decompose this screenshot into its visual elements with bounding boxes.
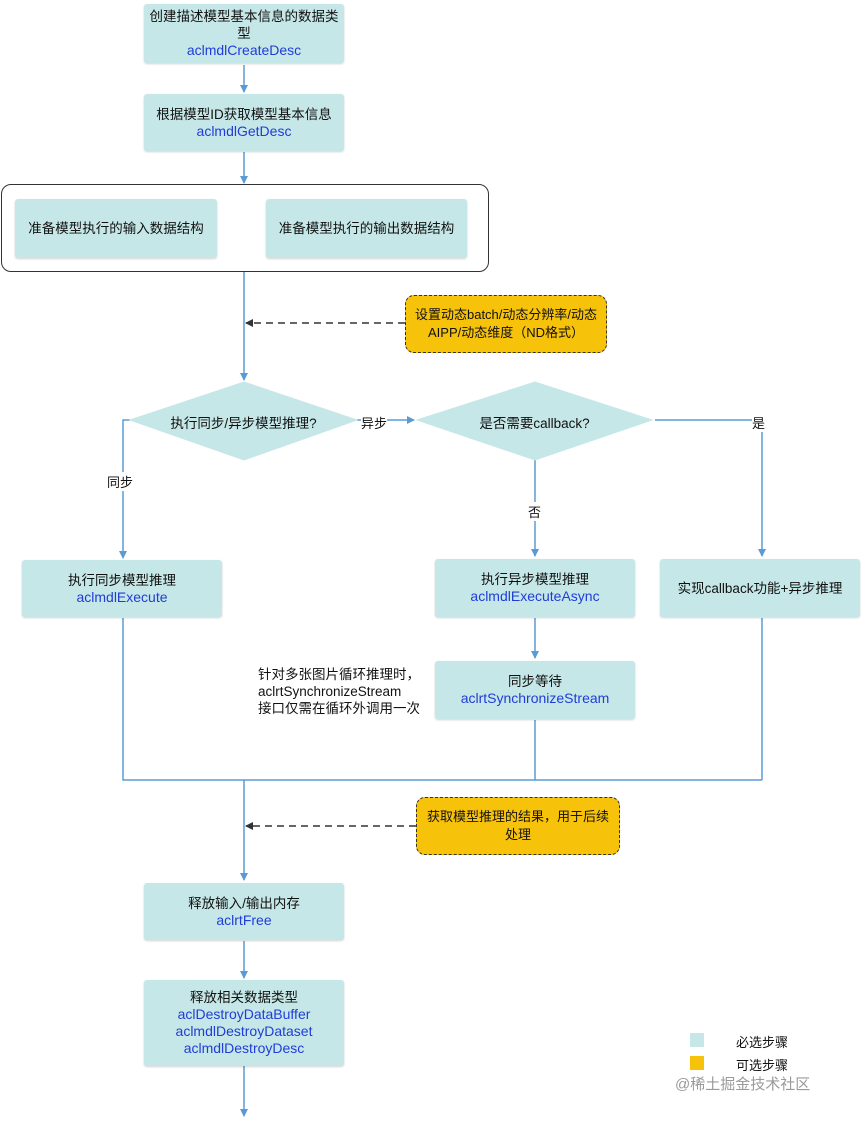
- edge-label-async: 异步: [361, 413, 388, 432]
- legend-required-swatch: [690, 1033, 704, 1047]
- step-get-desc: 根据模型ID获取模型基本信息 aclmdlGetDesc: [144, 94, 344, 151]
- line-sync-down: [122, 618, 762, 781]
- watermark: @稀土掘金技术社区: [675, 1076, 811, 1093]
- note-line: aclrtSynchronizeStream: [258, 684, 402, 699]
- legend-required-label: 必选步骤: [736, 1035, 789, 1050]
- step-title: 执行同步模型推理: [68, 572, 176, 588]
- legend-optional-label: 可选步骤: [736, 1058, 789, 1073]
- api-name: aclrtSynchronizeStream: [460, 690, 610, 706]
- step-title: 同步等待: [508, 674, 562, 689]
- step-exec-async: 执行异步模型推理 aclmdlExecuteAsync: [435, 559, 635, 617]
- api-name: aclmdlGetDesc: [196, 122, 292, 139]
- step-prepare-input: 准备模型执行的输入数据结构: [15, 199, 217, 258]
- step-title: 释放相关数据类型: [190, 990, 298, 1005]
- legend-optional-swatch: [690, 1056, 704, 1070]
- edge-label-yes: 是: [752, 413, 766, 432]
- optional-set-dynamic: 设置动态batch/动态分辨率/动态AIPP/动态维度（ND格式）: [405, 295, 607, 353]
- decision-sync-diamond: [128, 381, 359, 461]
- edge-sync: [119, 419, 130, 559]
- step-title: 准备模型执行的输入数据结构: [28, 221, 204, 236]
- step-sync-wait: 同步等待 aclrtSynchronizeStream: [435, 661, 635, 719]
- note-line: 接口仅需在循环外调用一次: [258, 701, 420, 716]
- decision-callback-label: 是否需要callback?: [479, 416, 590, 431]
- step-title: 获取模型推理的结果，用于后续处理: [426, 809, 609, 842]
- api-name: aclmdlCreateDesc: [186, 42, 302, 58]
- api-name: aclmdlExecute: [76, 588, 168, 605]
- note-line: 针对多张图片循环推理时，: [258, 667, 420, 682]
- step-title: 根据模型ID获取模型基本信息: [156, 106, 332, 122]
- loop-note: 针对多张图片循环推理时， aclrtSynchronizeStream 接口仅需…: [258, 666, 420, 717]
- optional-get-result: 获取模型推理的结果，用于后续处理: [416, 797, 620, 855]
- step-exec-sync: 执行同步模型推理 aclmdlExecute: [22, 560, 222, 617]
- step-prepare-output: 准备模型执行的输出数据结构: [266, 199, 467, 258]
- step-title: 执行异步模型推理: [481, 572, 589, 587]
- api-name: aclDestroyDataBuffer: [177, 1006, 311, 1022]
- edge-yes: [655, 419, 766, 557]
- api-name: aclmdlDestroyDataset: [175, 1023, 313, 1039]
- step-title: 设置动态batch/动态分辨率/动态AIPP/动态维度（ND格式）: [414, 307, 598, 340]
- step-free-mem: 释放输入/输出内存 aclrtFree: [144, 883, 344, 940]
- decision-callback-diamond: [415, 381, 654, 461]
- step-title: 准备模型执行的输出数据结构: [278, 221, 455, 236]
- step-title: 释放输入/输出内存: [188, 895, 300, 911]
- api-name: aclmdlDestroyDesc: [183, 1040, 305, 1056]
- step-title: 实现callback功能+异步推理: [677, 580, 843, 596]
- step-callback-impl: 实现callback功能+异步推理: [660, 559, 860, 617]
- edge-label-no: 否: [528, 502, 542, 521]
- api-name: aclmdlExecuteAsync: [470, 588, 600, 604]
- edge-label-sync: 同步: [107, 472, 134, 491]
- api-name: aclrtFree: [216, 911, 272, 928]
- step-create-desc: 创建描述模型基本信息的数据类型 aclmdlCreateDesc: [144, 4, 344, 63]
- step-title: 创建描述模型基本信息的数据类型: [149, 9, 339, 41]
- step-release-types: 释放相关数据类型 aclDestroyDataBuffer aclmdlDest…: [144, 980, 344, 1066]
- decision-sync-label: 执行同步/异步模型推理?: [170, 416, 317, 431]
